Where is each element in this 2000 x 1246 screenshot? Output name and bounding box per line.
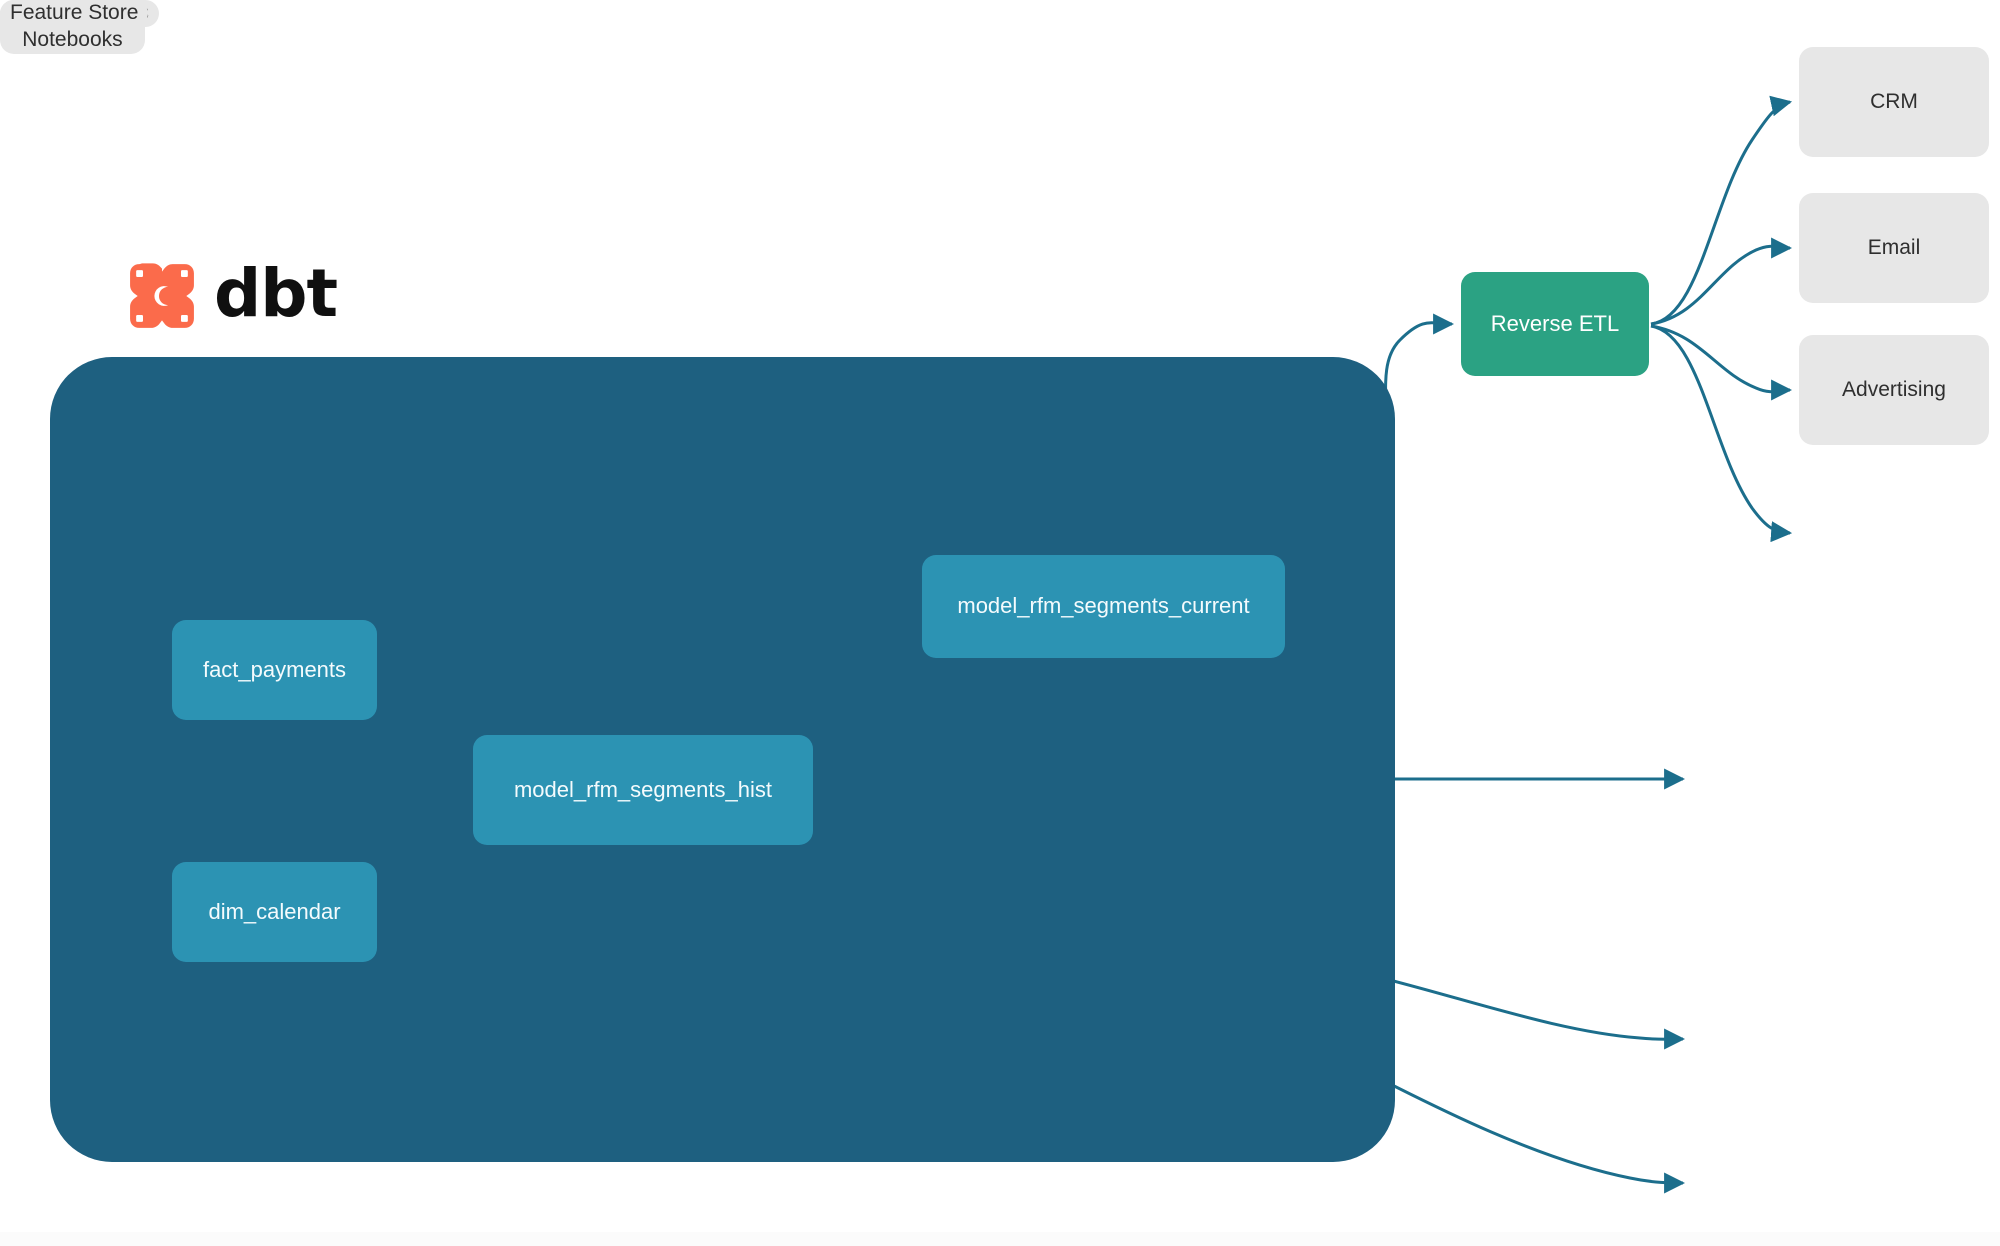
- model-node-dim-calendar[interactable]: dim_calendar: [172, 862, 377, 962]
- consumer-label-line2: Notebooks: [22, 27, 123, 51]
- edge-reverse-etl-to-advertising: [1650, 324, 1793, 401]
- destination-node-email[interactable]: Email: [1799, 193, 1989, 303]
- destination-label: CRM: [1870, 89, 1918, 113]
- bottom-band: [0, 1232, 2000, 1246]
- model-node-rfm-segments-current[interactable]: model_rfm_segments_current: [922, 555, 1285, 658]
- destination-node-crm[interactable]: CRM: [1799, 47, 1989, 157]
- edge-reverse-etl-to-sms-push: [1650, 324, 1793, 543]
- dbt-wordmark: dbt: [214, 255, 338, 332]
- model-node-rfm-segments-hist[interactable]: model_rfm_segments_hist: [473, 735, 813, 845]
- consumer-node-feature-store[interactable]: Feature Store: [0, 0, 149, 27]
- model-node-fact-payments[interactable]: fact_payments: [172, 620, 377, 720]
- reverse-etl-node[interactable]: Reverse ETL: [1461, 272, 1649, 376]
- model-node-label: model_rfm_segments_current: [957, 593, 1250, 619]
- reverse-etl-label: Reverse ETL: [1490, 310, 1620, 336]
- destination-label: Email: [1867, 235, 1921, 259]
- model-node-label: model_rfm_segments_hist: [513, 776, 772, 802]
- dbt-logo-icon: [130, 263, 194, 328]
- destination-node-advertising[interactable]: Advertising: [1799, 335, 1989, 445]
- model-node-label: fact_payments: [202, 656, 347, 682]
- dbt-brand-lockup: dbt: [124, 255, 338, 334]
- edge-reverse-etl-to-email: [1650, 237, 1793, 326]
- edge-hist-to-ds-notebooks: [1377, 975, 1686, 1050]
- model-node-label: dim_calendar: [208, 898, 341, 924]
- edge-reverse-etl-to-crm: [1650, 95, 1793, 326]
- destination-label: Advertising: [1842, 377, 1946, 401]
- edge-hist-to-feature-store: [1352, 1063, 1686, 1194]
- consumer-label: Feature Store: [10, 1, 139, 24]
